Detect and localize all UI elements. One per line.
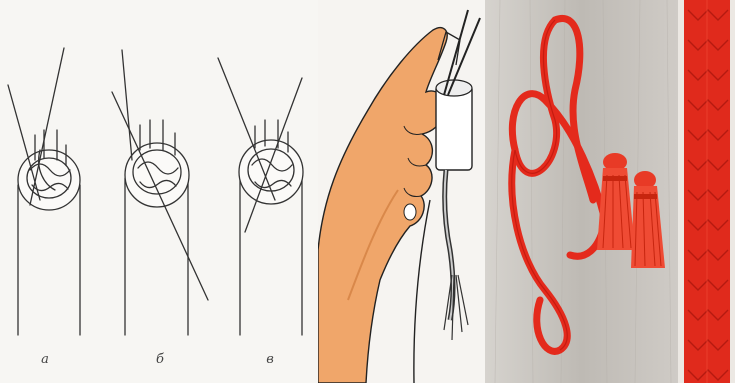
steps-drawing [0, 0, 318, 383]
spool-step-a [8, 48, 80, 335]
hand-drawing [318, 0, 485, 383]
step-label-a: a [41, 352, 49, 367]
hand-holding-spool-illustration [318, 0, 485, 383]
step-label-v: в [266, 352, 274, 367]
red-knit-closeup-photo [678, 0, 735, 383]
spool-knitting-steps-illustration: a б в [0, 0, 318, 383]
spool-step-v [218, 58, 303, 335]
spool-step-b [112, 50, 208, 335]
knit-closeup-drawing [678, 0, 735, 383]
red-cord-with-tassels-photo [485, 0, 678, 383]
cord-photo-drawing [485, 0, 678, 383]
step-label-b: б [156, 352, 164, 367]
